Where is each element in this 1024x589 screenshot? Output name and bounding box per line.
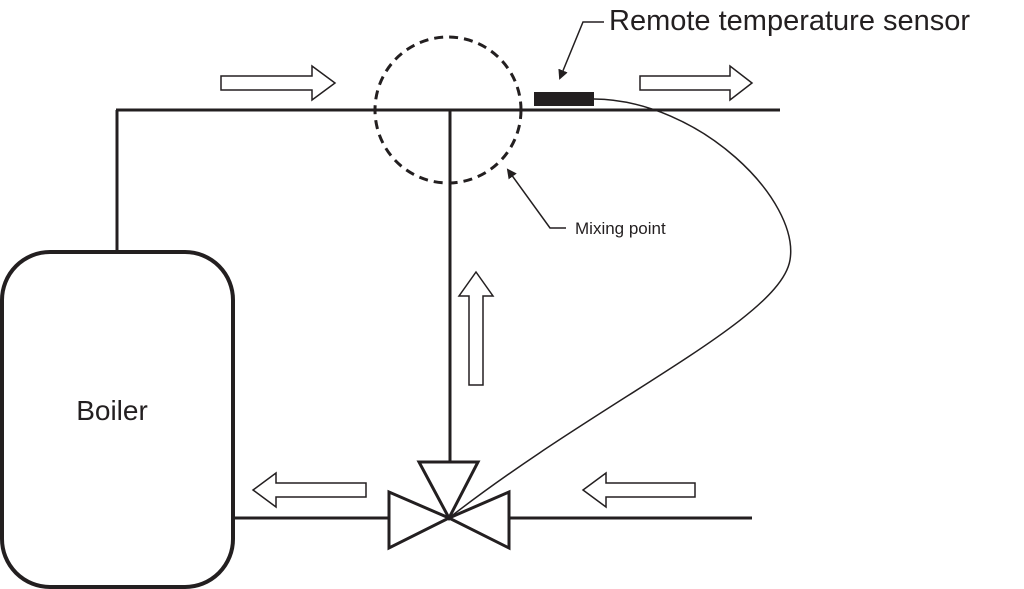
boiler (0, 250, 235, 589)
flow-arrow-right-icon (639, 64, 754, 102)
sensor-leader-line (558, 21, 604, 80)
mixing-point-label: Mixing point (575, 219, 666, 238)
sensor-wire (448, 98, 792, 519)
flow-arrow-up-icon (457, 270, 495, 386)
mixing-point-circle (373, 35, 523, 185)
mixing-point-leader-line (506, 168, 566, 229)
flow-arrow-left-icon (581, 471, 696, 509)
remote-temperature-sensor (534, 92, 594, 106)
sensor-label: Remote temperature sensor (609, 5, 970, 37)
flow-arrow-left-icon (251, 471, 367, 509)
three-way-valve (387, 460, 511, 551)
flow-arrow-right-icon (220, 64, 337, 102)
boiler-label: Boiler (76, 395, 148, 426)
